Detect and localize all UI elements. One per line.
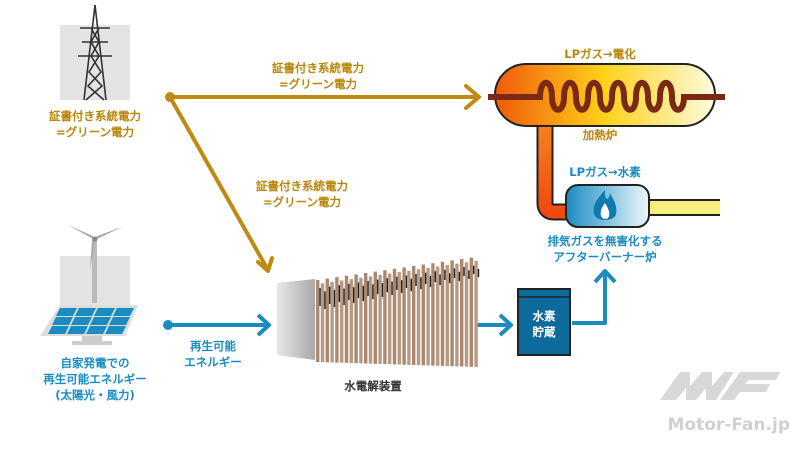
heating-coil	[488, 79, 725, 113]
electrolyzer-slat	[368, 276, 373, 364]
electrolyzer-slat	[431, 263, 435, 366]
grid-to-heater-label-1: 証書付き系統電力	[272, 61, 364, 75]
electrolyzer-slat	[412, 266, 416, 365]
solar-cell	[113, 308, 134, 316]
flame-icon	[593, 190, 617, 220]
grid-to-electrolyzer-label-2: =グリーン電力	[263, 195, 341, 209]
electrolyzer-slat	[378, 274, 382, 364]
electrolyzer-slat	[383, 270, 387, 365]
grid-to-heater-label-2: =グリーン電力	[279, 77, 357, 91]
heater-name: 加熱炉	[582, 128, 618, 142]
electrolyzer-slat	[450, 260, 454, 367]
electrolyzer-slat	[397, 272, 401, 365]
electrolyzer-slat	[359, 277, 363, 364]
electrolyzer-slat	[373, 271, 377, 364]
grid-to-electrolyzer-label-1: 証書付き系統電力	[256, 179, 348, 193]
grid-source-label-2: =グリーン電力	[56, 125, 134, 139]
afterburner-name-2: アフターバーナー炉	[553, 250, 656, 264]
grid-source-label-1: 証書付き系統電力	[49, 109, 141, 123]
electrolyzer-slat	[392, 268, 397, 365]
electrolyzer-slat	[416, 269, 421, 366]
heater-title: LPガス→電化	[564, 47, 636, 61]
electrolyzer-slat	[402, 267, 406, 365]
exhaust-pipe	[640, 201, 720, 214]
self-generation-label-1: 自家発電での	[61, 356, 130, 370]
arrow-storage-to-afterburner	[572, 272, 607, 325]
electrolyzer-slat	[440, 261, 445, 366]
arrow-to-electrolyzer	[168, 95, 270, 272]
electrolyzer-slat	[344, 275, 349, 363]
electrolyzer-slat	[316, 280, 320, 362]
hot-gas-pipe	[538, 125, 572, 219]
solar-cell	[105, 326, 126, 334]
electrolyzer-label: 水電解装置	[344, 379, 402, 393]
solar-cell	[94, 308, 115, 316]
electrolyzer-slat	[354, 274, 358, 364]
solar-cell	[75, 308, 96, 316]
solar-cell	[48, 326, 69, 334]
electrolyzer-slat	[349, 279, 353, 364]
electrolyzer-slat	[388, 273, 392, 365]
watermark-text: Motor-Fan.jp	[668, 415, 791, 435]
electrolyzer-slat	[364, 273, 368, 364]
power-pylon-icon	[60, 4, 130, 101]
electrolyzer-slat	[464, 262, 469, 367]
solar-cell	[71, 317, 92, 325]
electrolyzer-slat	[330, 281, 334, 363]
electrolyzer-slat	[436, 266, 440, 366]
electrolyzer-slat	[421, 264, 425, 366]
hydrogen-storage-tank	[517, 288, 571, 356]
afterburner-name-1: 排気ガスを無害化する	[548, 234, 663, 248]
solar-cell	[109, 317, 130, 325]
self-generation-label-3: (太陽光・風力)	[55, 388, 135, 402]
renewable-arrow-label-2: エネルギー	[184, 355, 242, 369]
hydrogen-storage-label-2: 貯蔵	[533, 325, 556, 339]
electrolyzer-device	[277, 257, 480, 367]
electrolyzer-slat	[469, 257, 473, 367]
solar-cell	[90, 317, 111, 325]
electrolyzer-slat	[340, 280, 344, 363]
self-generation-label-2: 再生可能エネルギー	[43, 372, 147, 386]
motor-fan-logo	[660, 372, 780, 400]
solar-cell	[67, 326, 88, 334]
electrolyzer-slat	[460, 259, 464, 367]
electrolyzer-slat	[455, 263, 459, 367]
renewable-arrows	[163, 269, 617, 337]
electrolyzer-slat	[407, 270, 411, 365]
electrolyzer-slat	[335, 277, 339, 363]
solar-panel-icon	[40, 305, 138, 345]
afterburner-title: LPガス→水素	[569, 165, 641, 179]
renewable-arrow-label-1: 再生可能	[190, 339, 236, 353]
solar-cell	[52, 317, 73, 325]
solar-cell	[56, 308, 77, 316]
electrolyzer-slat	[474, 260, 478, 367]
electrolyzer-slat	[320, 283, 325, 363]
electrolyzer-slat	[325, 278, 329, 363]
green-power-arrows	[165, 84, 481, 273]
hydrogen-storage-label-1: 水素	[533, 309, 556, 323]
electrolyzer-slat	[426, 267, 430, 366]
electrolyzer-slat	[445, 265, 449, 367]
solar-cell	[86, 326, 107, 334]
